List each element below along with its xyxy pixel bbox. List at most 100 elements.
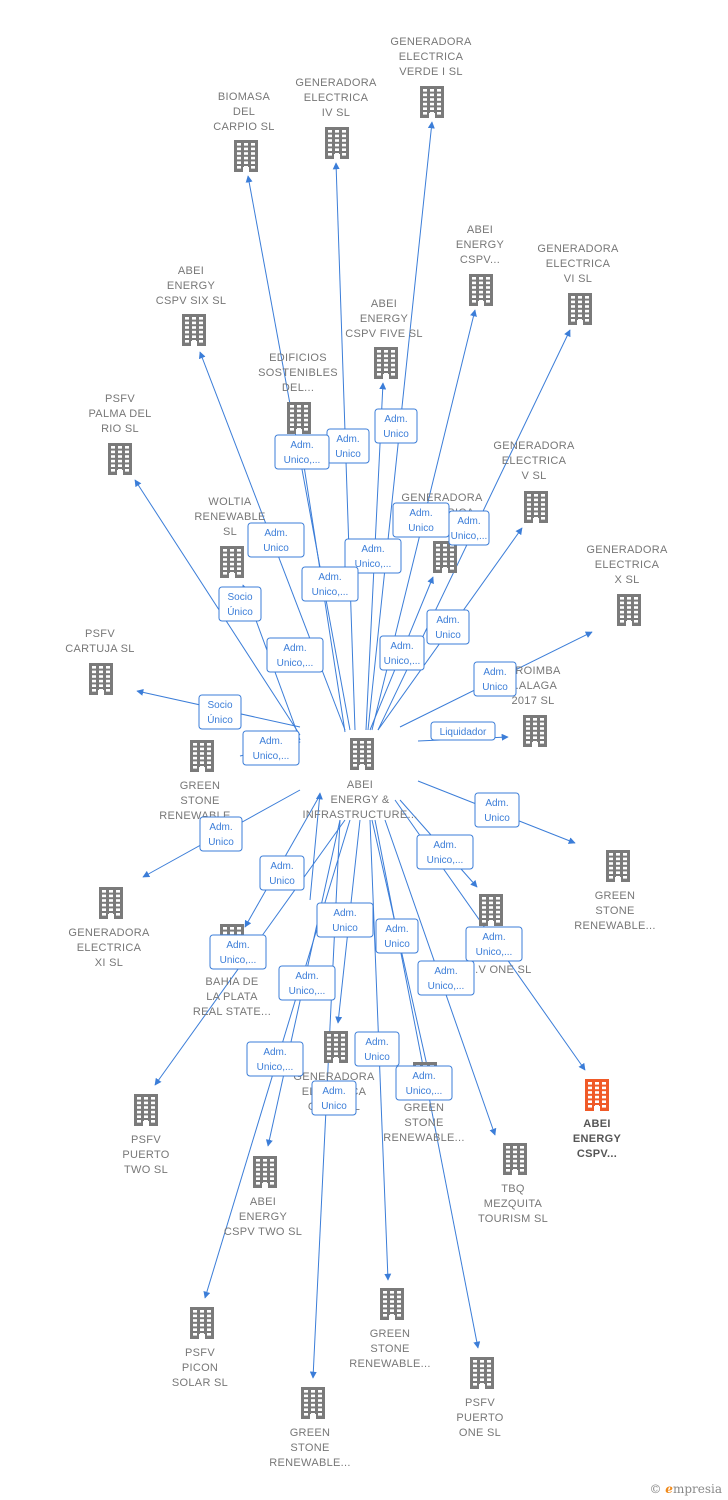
company-node-gs_low[interactable]: GREENSTONERENEWABLE... [349, 1288, 430, 1370]
company-label: GREEN [595, 890, 636, 902]
company-label: DEL... [282, 382, 314, 394]
role-badge-r7[interactable]: Adm.Unico,... [344, 538, 402, 574]
role-badge-box [465, 926, 523, 962]
role-badge-r25[interactable]: Adm.Unico,... [278, 965, 336, 1001]
company-node-abeicspv_top[interactable]: ABEIENERGYCSPV... [456, 224, 505, 306]
role-badge-r8[interactable]: Adm.Unico,... [301, 566, 359, 602]
building-icon [89, 663, 113, 695]
role-badge-r14[interactable]: Adm.Unico [199, 816, 243, 852]
company-label: PUERTO [456, 1412, 503, 1424]
building-icon [374, 347, 398, 379]
role-badge-r24[interactable]: Adm. Unico,... [465, 926, 523, 962]
company-label: PICON [182, 1362, 218, 1374]
role-badge-box [316, 902, 374, 938]
company-label: PSFV [105, 393, 135, 405]
role-label: Unico [482, 682, 508, 693]
company-node-hl[interactable]: ABEIENERGYCSPV... [573, 1079, 622, 1160]
role-badge-r27[interactable]: Adm.Unico,... [246, 1041, 304, 1077]
company-label: ABEI [178, 265, 204, 277]
company-node-vone[interactable]: ...V ONE SL [468, 894, 531, 976]
role-badge-r2[interactable]: Adm.Unico [326, 428, 370, 464]
role-label: Unico,... [406, 1086, 443, 1097]
role-badge-r30[interactable]: Adm.Unico [311, 1080, 357, 1116]
role-badge-r20[interactable]: Adm.Unico,... [416, 834, 474, 870]
role-badge-r19[interactable]: Adm.Unico [259, 855, 305, 891]
role-label: Adm. [436, 615, 459, 626]
company-node-gs_bottom[interactable]: GREENSTONERENEWABLE... [269, 1387, 350, 1469]
role-badge-box [474, 792, 520, 828]
role-badge-r1[interactable]: Adm.Unico [374, 408, 418, 444]
role-badge-r11[interactable]: Adm.Unico [426, 609, 470, 645]
company-node-gs_right[interactable]: GREENSTONERENEWABLE... [574, 850, 655, 932]
role-label: Adm. [318, 572, 341, 583]
company-label: ELECTRICA [77, 942, 142, 954]
building-icon [380, 1288, 404, 1320]
company-label: GREEN [404, 1102, 445, 1114]
role-badge-r22[interactable]: Adm.Unico,... [209, 934, 267, 970]
company-label: ELECTRICA [304, 92, 369, 104]
role-badge-box [430, 721, 496, 741]
company-label: RENEWABLE... [383, 1132, 464, 1144]
role-label: Adm. [482, 932, 505, 943]
role-badge-r16[interactable]: Liquidador [430, 721, 496, 741]
company-label: EDIFICIOS [269, 352, 327, 364]
role-badge-r9[interactable]: Adm.Unico,... [266, 637, 324, 673]
company-label: TOURISM SL [478, 1213, 548, 1225]
role-label: Adm. [333, 908, 356, 919]
role-label: Liquidador [440, 727, 487, 738]
company-label: X SL [614, 574, 639, 586]
role-badge-r17[interactable]: Adm.Unico,... [242, 730, 300, 766]
role-badge-r29[interactable]: Adm.Unico,... [395, 1065, 453, 1101]
company-node-edificios[interactable]: EDIFICIOSSOSTENIBLESDEL... [258, 352, 338, 434]
company-node-gs_left[interactable]: GREENSTONERENEWABLE... [159, 740, 240, 822]
role-label: Adm. [283, 643, 306, 654]
company-label: BAHIA DE [205, 976, 258, 988]
role-badge-r4[interactable]: Adm.Unico [392, 502, 450, 538]
role-badge-r21[interactable]: Adm.Unico [375, 918, 419, 954]
role-badge-r3[interactable]: Adm.Unico,... [274, 434, 330, 470]
company-label: DEL [233, 106, 255, 118]
role-badge-r28[interactable]: Adm.Unico [354, 1031, 400, 1067]
role-badge-r18[interactable]: Adm.Unico [474, 792, 520, 828]
role-badge-r5[interactable]: Adm.Unico,... [448, 510, 490, 546]
role-label: Unico [321, 1101, 347, 1112]
role-badge-r26[interactable]: Adm.Unico,... [417, 960, 475, 996]
role-badge-r6[interactable]: Adm. Unico [247, 522, 305, 558]
company-label: V SL [521, 470, 546, 482]
building-icon [585, 1079, 609, 1111]
role-label: Unico [263, 543, 289, 554]
building-icon [524, 491, 548, 523]
role-badge-r23[interactable]: Adm.Unico [316, 902, 374, 938]
role-label: Unico,... [476, 947, 513, 958]
company-label: RENEWABLE [194, 511, 265, 523]
role-badge-r13[interactable]: Adm.Unico [473, 661, 517, 697]
role-badge-r12[interactable]: Adm.Unico,... [379, 635, 425, 671]
building-icon [190, 1307, 214, 1339]
role-label: Unico,... [451, 531, 488, 542]
building-icon [220, 546, 244, 578]
role-label: Adm. [264, 528, 287, 539]
building-icon [324, 1031, 348, 1063]
